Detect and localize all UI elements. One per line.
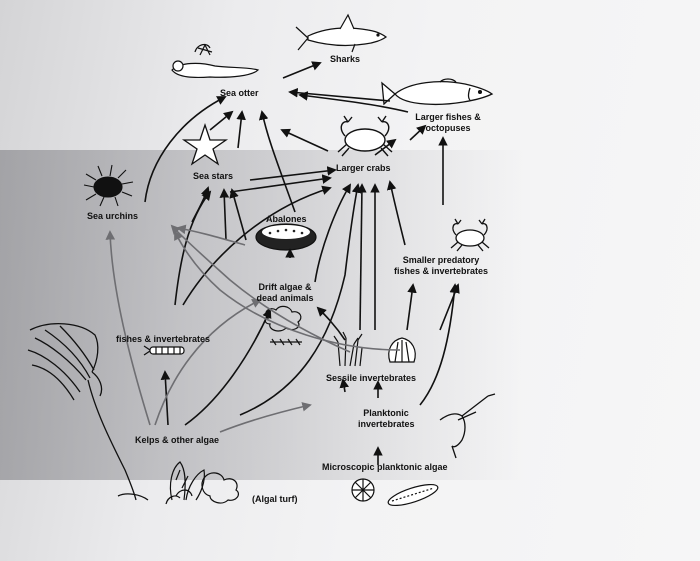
label-abalones: Abalones	[266, 214, 307, 224]
sea-urchin-icon	[83, 164, 134, 207]
label-kelps-other-algae: Kelps & other algae	[135, 435, 220, 445]
label-microscopic-planktonic-algae: Microscopic planktonic algae	[322, 462, 448, 472]
label-sea-stars: Sea stars	[193, 171, 234, 181]
label-sea-urchins: Sea urchins	[87, 211, 139, 221]
label-sharks: Sharks	[330, 54, 361, 64]
label-larger-fishes-octopuses: Larger fishes & octopuses	[415, 112, 481, 133]
label-larger-crabs: Larger crabs	[336, 163, 391, 173]
gray-arrows	[105, 224, 401, 433]
label-planktonic-invertebrates: Planktonic invertebrates	[358, 408, 415, 429]
label-algal-turf: (Algal turf)	[252, 494, 298, 504]
label-sessile-invertebrates: Sessile invertebrates	[326, 373, 417, 383]
label-smaller-predatory: Smaller predatory fishes & invertebrates	[393, 255, 489, 276]
abalone-icon	[255, 223, 317, 251]
algal-turf-icon	[165, 461, 240, 505]
diatom-icon	[351, 478, 439, 507]
planktonic-invertebrate-icon	[439, 393, 496, 459]
small-crab-icon	[450, 218, 490, 252]
crab-icon	[337, 115, 393, 157]
shark-icon	[295, 13, 388, 53]
label-sea-otter: Sea otter	[220, 88, 259, 98]
sea-star-icon	[181, 122, 229, 166]
sessile-invertebrates-icon	[333, 331, 416, 367]
label-fishes-invertebrates: fishes & invertebrates	[116, 334, 211, 344]
label-drift-algae-dead-animals: Drift algae & dead animals	[256, 282, 314, 303]
fish-icon	[381, 78, 494, 106]
sea-otter-icon	[171, 43, 260, 79]
shadow-overlay	[0, 150, 700, 480]
kelp-icon	[27, 323, 149, 501]
drift-algae-icon	[264, 305, 302, 346]
worm-icon	[143, 345, 185, 356]
black-arrows	[144, 61, 460, 465]
